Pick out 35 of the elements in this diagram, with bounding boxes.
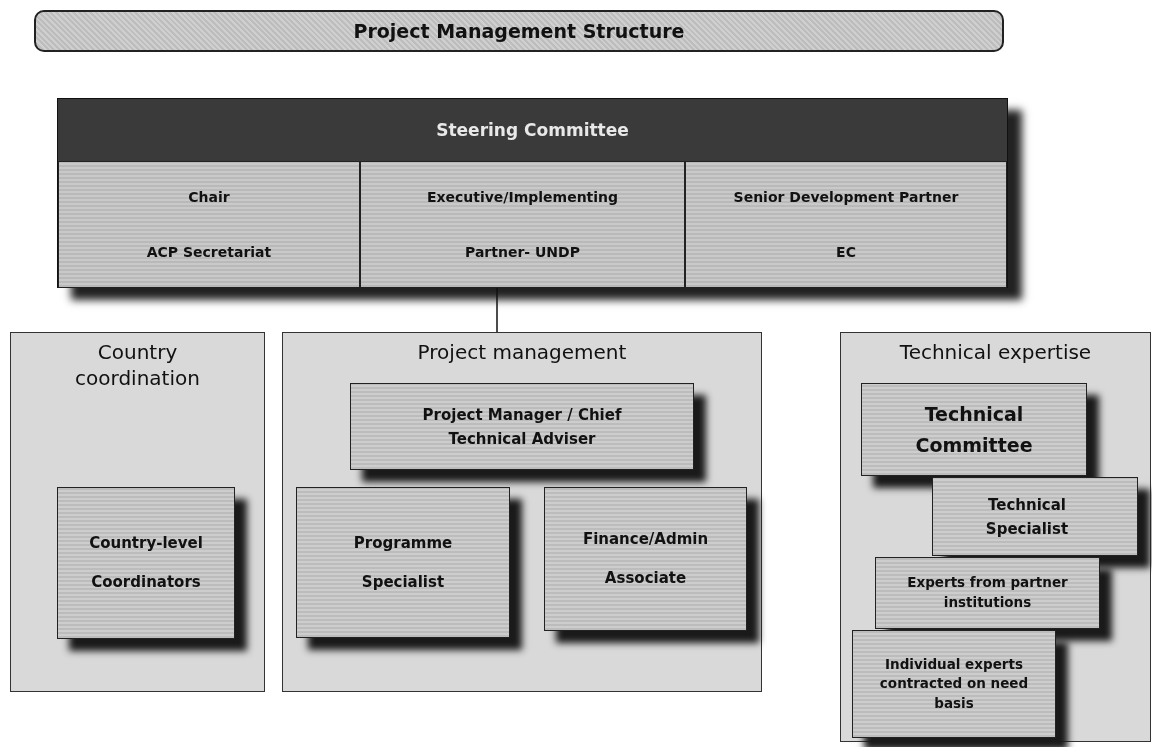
role-box xyxy=(852,630,1056,738)
title: Project Management Structure xyxy=(353,20,685,42)
group-panel xyxy=(10,332,265,692)
role-box xyxy=(544,487,747,631)
role-label: Project Manager / Chief Technical Adviser xyxy=(421,404,623,450)
group-heading: Project management xyxy=(416,339,628,365)
group-heading: Steering Committee xyxy=(436,119,629,142)
cell-text: Executive/Implementing xyxy=(426,189,619,206)
group-panel xyxy=(282,332,762,692)
committee-table xyxy=(57,98,1008,288)
role-box xyxy=(350,383,694,470)
role-label: Experts from partner institutions xyxy=(906,573,1069,612)
group-heading: Technical expertise xyxy=(898,339,1093,365)
role-box xyxy=(875,557,1100,629)
cell-text: Partner- UNDP xyxy=(465,243,580,260)
role-label: Finance/Admin Associate xyxy=(581,529,710,589)
group-heading: Country coordination xyxy=(74,339,201,391)
role-box xyxy=(57,487,235,639)
role-label: Individual experts contracted on need basis xyxy=(878,654,1030,713)
role-label: Country-level Coordinators xyxy=(88,533,204,593)
role-box xyxy=(932,477,1138,556)
table-cell xyxy=(58,161,360,288)
role-label: Programme Specialist xyxy=(352,532,454,593)
cell-text: EC xyxy=(836,243,856,260)
connector-line xyxy=(496,287,498,333)
role-label: Technical Specialist xyxy=(984,494,1070,540)
table-cell xyxy=(360,161,685,288)
table-cell xyxy=(685,161,1007,288)
group-panel xyxy=(840,332,1151,742)
cell-text: ACP Secretariat xyxy=(146,243,272,260)
role-box xyxy=(861,383,1087,476)
role-box xyxy=(296,487,510,638)
cell-text: Senior Development Partner xyxy=(733,189,959,206)
cell-text: Chair xyxy=(188,189,230,206)
role-label: Technical Committee xyxy=(914,402,1034,458)
